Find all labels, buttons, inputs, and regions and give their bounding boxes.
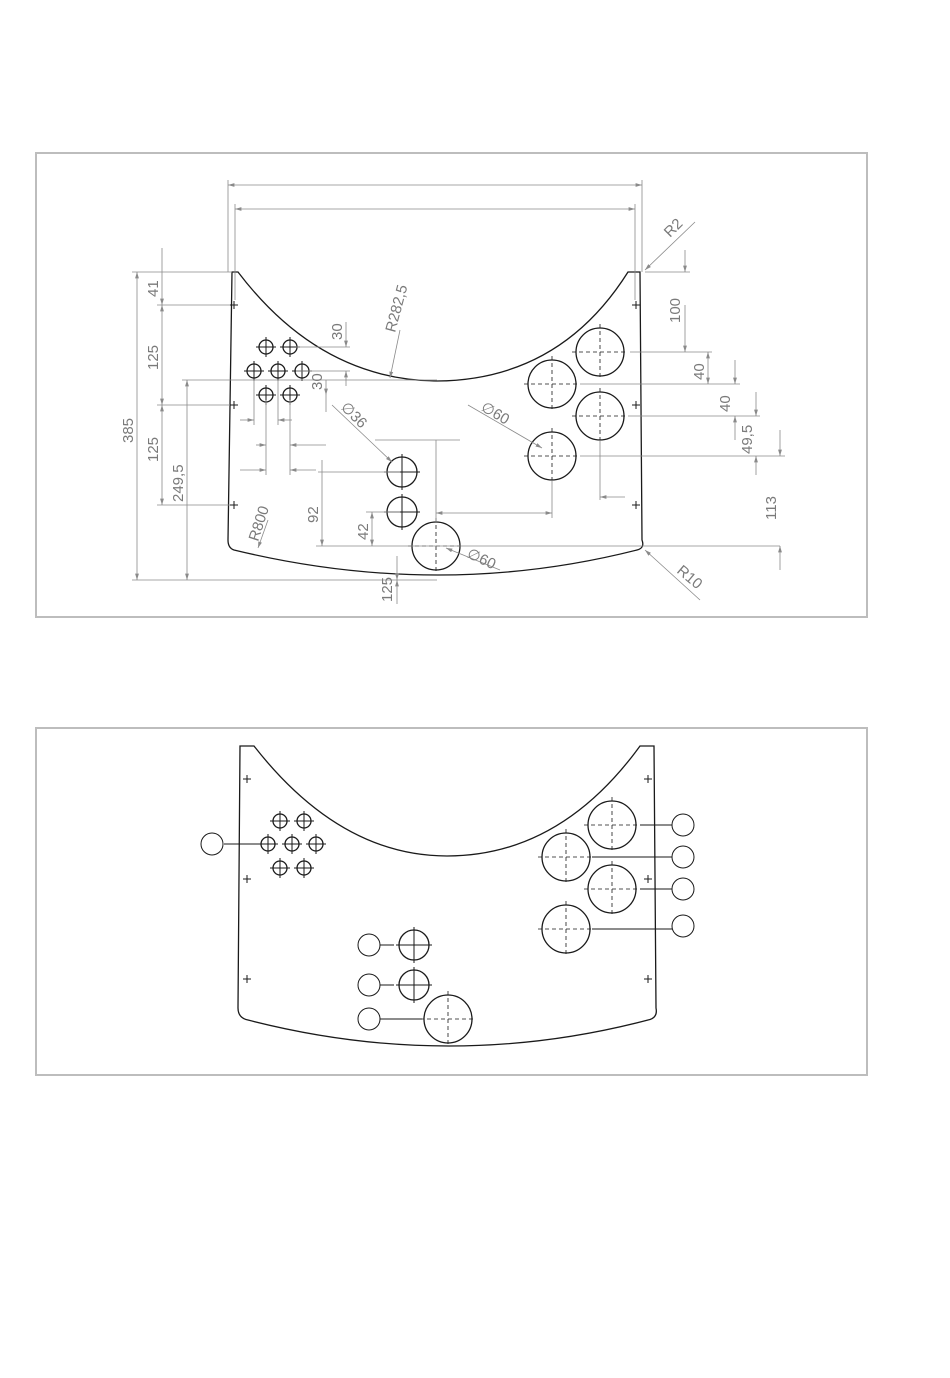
- callout-bubble-5: [672, 814, 694, 836]
- dim-41: 41: [145, 280, 162, 297]
- medium-holes: [384, 454, 420, 530]
- dim-d36: ∅36: [337, 399, 370, 432]
- dim-100: 100: [667, 298, 684, 323]
- dim-40-b: 40: [717, 395, 734, 412]
- dim-30-b: 30: [309, 373, 326, 390]
- dim-r2: R2: [661, 215, 687, 241]
- dim-r800: R800: [246, 504, 273, 543]
- dim-d60-b: ∅60: [464, 545, 498, 573]
- callout-bubble-8: [672, 915, 694, 937]
- callout-bubble-3: [358, 974, 380, 996]
- dim-49: 49,5: [739, 425, 756, 454]
- dim-125-b: 125: [145, 437, 162, 462]
- small-hole-cluster-callout: [258, 811, 326, 878]
- dim-125-a: 125: [145, 345, 162, 370]
- plate-outline-callout: [238, 746, 656, 1046]
- callout-bubble-7: [672, 878, 694, 900]
- dim-249: 249,5: [170, 464, 187, 502]
- callout-bubble-6: [672, 846, 694, 868]
- dim-42: 42: [355, 523, 372, 540]
- dim-d60-a: ∅60: [478, 399, 512, 429]
- callout-plate-drawing: [238, 746, 656, 1047]
- dim-113: 113: [763, 496, 780, 520]
- callout-bubble-1: [201, 833, 223, 855]
- dim-385: 385: [120, 418, 137, 443]
- dim-40-a: 40: [691, 363, 708, 380]
- dim-92: 92: [305, 506, 322, 523]
- large-holes: [408, 324, 628, 574]
- dim-r10: R10: [673, 562, 705, 593]
- dim-r282: R282,5: [382, 283, 411, 334]
- dim-30-a: 30: [329, 323, 346, 340]
- callout-bubble-4: [358, 1008, 380, 1030]
- callout-bubble-2: [358, 934, 380, 956]
- dim-125-c: 125: [379, 577, 396, 602]
- dimension-labels: R2 R282,5 R800 R10 ∅36 ∅60 ∅60 41 125 12…: [120, 215, 780, 602]
